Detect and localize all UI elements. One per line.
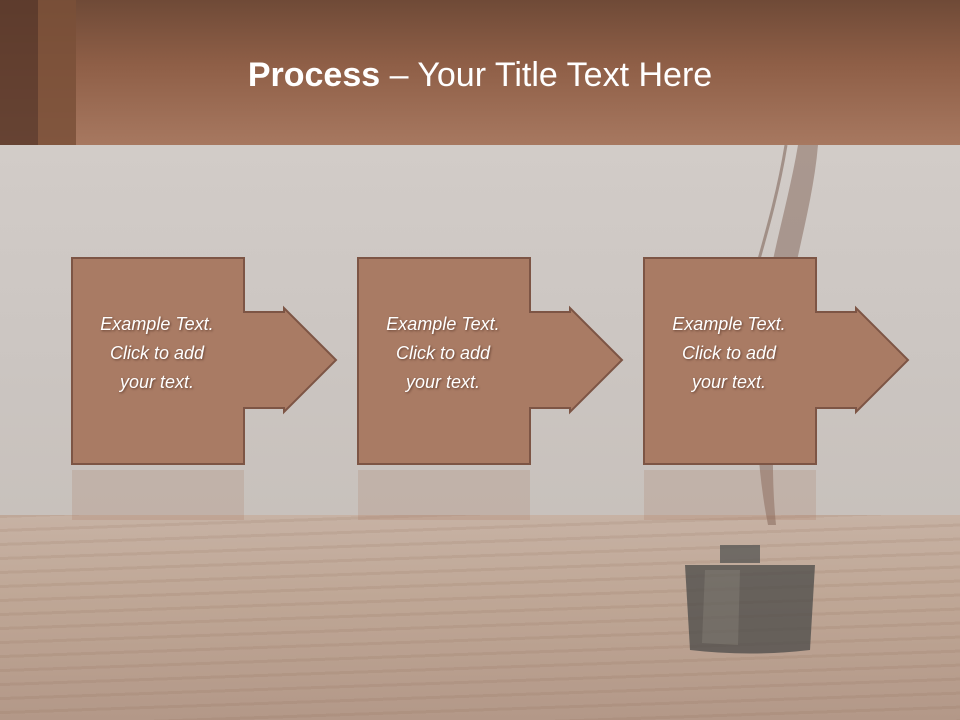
step-text[interactable]: Example Text. Click to add your text.	[362, 310, 524, 397]
step-text-line: Example Text.	[100, 314, 214, 334]
step-reflection	[72, 470, 294, 530]
process-step-1[interactable]: Example Text. Click to add your text.	[70, 256, 340, 466]
process-step-3[interactable]: Example Text. Click to add your text.	[642, 256, 912, 466]
process-step-2[interactable]: Example Text. Click to add your text.	[356, 256, 626, 466]
step-text-line: Click to add	[109, 343, 205, 363]
arrow-box-shape	[643, 257, 910, 465]
header-band: Process – Your Title Text Here	[0, 0, 960, 145]
title-bold: Process	[247, 56, 381, 94]
step-text-line: your text.	[691, 372, 767, 392]
header-accent-strip	[38, 0, 76, 145]
step-reflection	[644, 470, 816, 520]
header-accent-strip	[0, 0, 38, 145]
step-text-line: Click to add	[681, 343, 777, 363]
step-text-line: Example Text.	[386, 314, 500, 334]
arrow-box-shape	[71, 257, 338, 465]
step-text-line: your text.	[405, 372, 481, 392]
step-text[interactable]: Example Text. Click to add your text.	[648, 310, 810, 397]
step-text-line: Click to add	[395, 343, 491, 363]
step-text[interactable]: Example Text. Click to add your text.	[76, 310, 238, 397]
step-text-line: Example Text.	[672, 314, 786, 334]
step-reflection	[358, 470, 530, 520]
slide-title[interactable]: Process – Your Title Text Here	[0, 52, 960, 98]
inkwell-image	[685, 545, 815, 654]
title-rest: – Your Title Text Here	[380, 56, 713, 94]
arrow-box-shape	[357, 257, 624, 465]
step-text-line: your text.	[119, 372, 195, 392]
